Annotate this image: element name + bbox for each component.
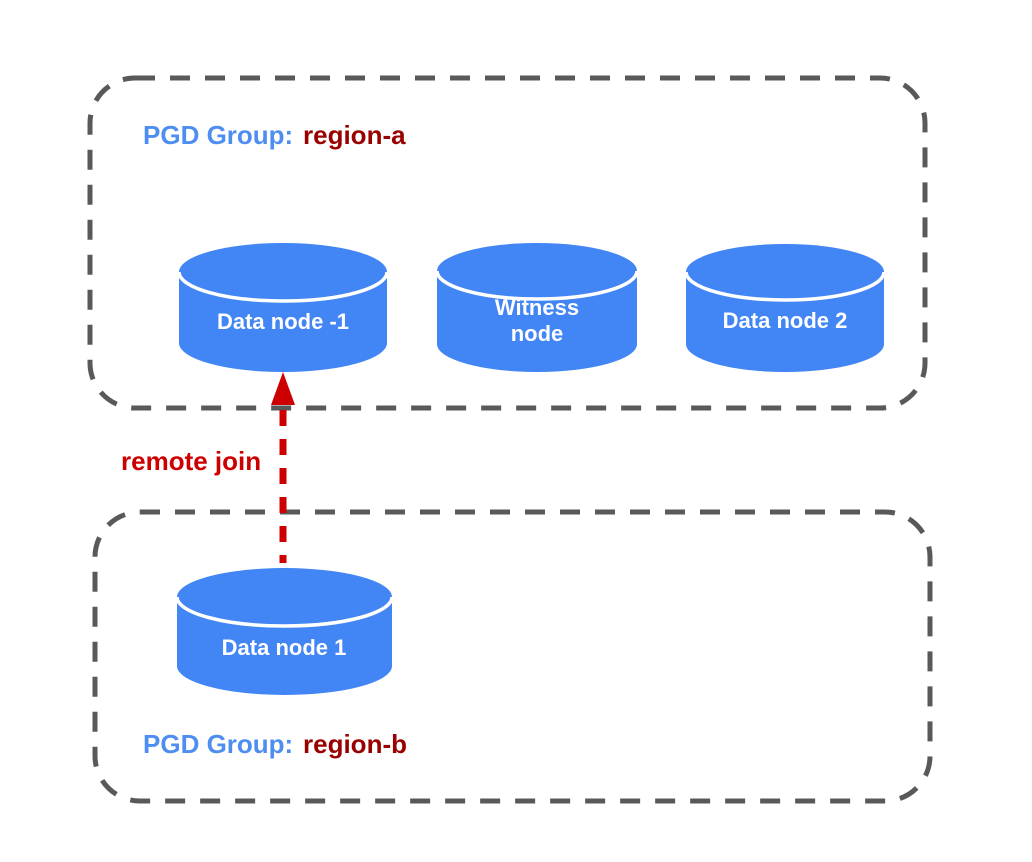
group-region-b-boundary xyxy=(92,509,933,804)
database-cylinder-icon xyxy=(177,568,392,695)
database-cylinder-icon xyxy=(179,243,387,372)
cylinder-rim xyxy=(177,271,389,303)
group-region-a-name: region-a xyxy=(303,120,406,150)
node-data-node-2: Data node 2 xyxy=(684,244,886,372)
database-cylinder-icon xyxy=(686,244,884,372)
group-region-b-name: region-b xyxy=(303,729,407,759)
node-label-line1: Witness xyxy=(495,295,579,320)
cylinder-rim xyxy=(684,271,886,302)
node-label-line2: node xyxy=(511,321,564,346)
node-witness: Witness node xyxy=(435,243,639,372)
cylinder-rim xyxy=(435,270,639,301)
group-region-a-label: PGD Group: xyxy=(143,120,293,150)
remote-join-arrow: remote join xyxy=(121,372,295,563)
node-data-node-neg1: Data node -1 xyxy=(177,243,389,372)
node-data-node-1: Data node 1 xyxy=(175,568,394,695)
arrow-head-icon xyxy=(271,372,295,405)
node-label: Data node -1 xyxy=(217,309,349,334)
remote-join-label: remote join xyxy=(121,446,261,476)
database-cylinder-icon xyxy=(437,243,637,372)
cylinder-rim xyxy=(175,596,394,628)
node-label: Data node 1 xyxy=(222,635,347,660)
group-region-b-label: PGD Group: xyxy=(143,729,293,759)
node-label: Data node 2 xyxy=(723,308,848,333)
